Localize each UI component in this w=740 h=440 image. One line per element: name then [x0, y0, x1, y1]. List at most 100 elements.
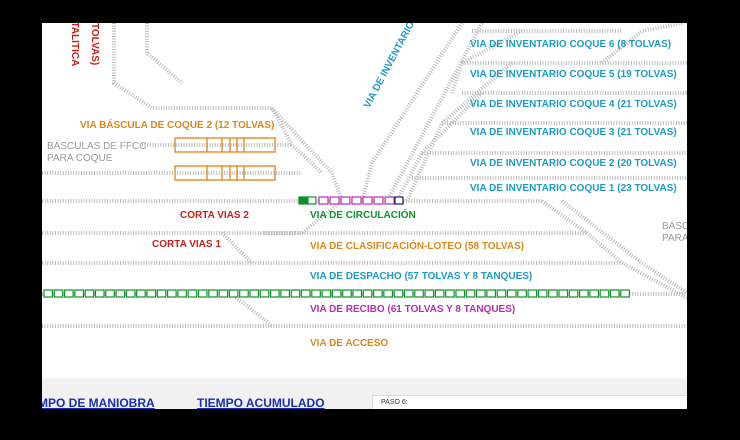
train-car: [329, 196, 340, 205]
train-car: [527, 289, 538, 298]
train-car: [84, 289, 95, 298]
train-car: [393, 289, 404, 298]
track-layer: [42, 23, 687, 328]
train-car: [568, 289, 579, 298]
tank-car: [394, 196, 404, 205]
track-fan-3: [405, 61, 514, 202]
train-car: [228, 289, 239, 298]
track-fan-1: [385, 23, 484, 202]
train-car: [434, 289, 445, 298]
catalitica-line-2: TOLVAS): [89, 23, 100, 66]
locomotive: [298, 196, 308, 205]
train-car: [578, 289, 589, 298]
train-car: [373, 289, 383, 298]
label-via-recibo: VIA DE RECIBO (61 TOLVAS Y 8 TANQUES): [310, 304, 516, 315]
track-fan-2: [360, 23, 464, 202]
train-car: [208, 289, 218, 298]
train-car: [146, 289, 157, 298]
train-car: [403, 289, 414, 298]
label-bascula-right: BÁSC: [662, 221, 687, 232]
label-inv-coque-3: VIA DE INVENTARIO COQUE 3 (21 TOLVAS): [470, 127, 677, 138]
train-car: [414, 289, 424, 298]
train-car: [331, 289, 342, 298]
train-car: [156, 289, 167, 298]
train-car: [609, 289, 620, 298]
label-via-clasificacion: VIA DE CLASIFICACIÓN-LOTEO (58 TOLVAS): [310, 241, 525, 252]
label-bascula-coque-2: VIA BÁSCULA DE COQUE 2 (12 TOLVAS): [80, 120, 275, 131]
paso-panel: PASO 6:: [372, 395, 687, 409]
train-car: [197, 289, 208, 298]
label-inv-coque-4: VIA DE INVENTARIO COQUE 4 (21 TOLVAS): [470, 99, 677, 110]
train-car: [249, 289, 260, 298]
train-car: [136, 289, 146, 298]
train-car: [351, 196, 362, 205]
train-car: [300, 289, 311, 298]
bascula-box-lower: [174, 165, 276, 181]
train-car: [187, 289, 198, 298]
track-acceso-diag: [230, 292, 274, 328]
track-diag-left-3: [270, 107, 324, 175]
label-inv-coque-1: VIA DE INVENTARIO COQUE 1 (23 TOLVAS): [470, 183, 677, 194]
tiempo-maniobra-link[interactable]: MPO DE MANIOBRA: [42, 396, 155, 409]
label-via-despacho: VIA DE DESPACHO (57 TOLVAS Y 8 TANQUES): [310, 271, 533, 282]
bascula-outlines: [174, 137, 276, 181]
tiempo-acumulado-link[interactable]: TIEMPO ACUMULADO: [197, 396, 325, 409]
train-car: [362, 196, 373, 205]
train-car: [239, 289, 249, 298]
train-circulacion: [298, 196, 404, 205]
train-car: [311, 289, 321, 298]
train-car: [496, 289, 507, 298]
train-car: [620, 289, 630, 298]
bascula-box-upper: [174, 137, 276, 153]
track-fan-5: [450, 29, 523, 94]
train-car: [589, 289, 600, 298]
train-car: [270, 289, 280, 298]
train-car: [465, 289, 476, 298]
train-car: [455, 289, 466, 298]
label-corta-vias-2: CORTA VIAS 2: [180, 210, 249, 221]
train-car: [307, 196, 317, 205]
train-car: [340, 196, 351, 205]
train-car: [445, 289, 455, 298]
train-car: [558, 289, 569, 298]
train-car: [548, 289, 558, 298]
train-car: [64, 289, 74, 298]
train-car: [177, 289, 187, 298]
track-diag-left-1: [112, 23, 344, 202]
train-car: [373, 196, 384, 205]
train-car: [599, 289, 610, 298]
train-car: [517, 289, 527, 298]
train-car: [53, 289, 64, 298]
label-inv-coque-2: VIA DE INVENTARIO COQUE 2 (20 TOLVAS): [470, 158, 677, 169]
train-car: [352, 289, 363, 298]
train-car: [476, 289, 486, 298]
train-car: [362, 289, 373, 298]
label-basculas-ffcc: BÁSCULAS DE FFCC: [47, 141, 147, 152]
train-car: [115, 289, 126, 298]
track-fan-6: [600, 23, 683, 65]
train-car: [74, 289, 85, 298]
train-car: [94, 289, 105, 298]
train-car: [125, 289, 136, 298]
train-car: [321, 289, 332, 298]
label-para-right: PARA: [662, 233, 687, 244]
track-corta-vias-1: [220, 231, 254, 265]
train-car: [280, 289, 290, 298]
rail-yard-diagram: ATALITICA TOLVAS) VIA DE INVENTARIO AZÚ …: [42, 23, 687, 409]
label-corta-vias-1: CORTA VIAS 1: [152, 239, 221, 250]
train-recibo: [43, 289, 630, 298]
train-car: [384, 196, 395, 205]
train-car: [424, 289, 435, 298]
train-car: [259, 289, 270, 298]
train-car: [318, 196, 329, 205]
label-via-acceso: VIA DE ACCESO: [310, 338, 389, 349]
train-car: [486, 289, 496, 298]
label-inv-coque-5: VIA DE INVENTARIO COQUE 5 (19 TOLVAS): [470, 69, 677, 80]
train-car: [506, 289, 517, 298]
label-catalitica-2: TOLVAS): [88, 23, 100, 65]
label-via-circulacion: VIA DE CIRCULACIÓN: [310, 210, 416, 221]
train-car: [105, 289, 115, 298]
paso-label: PASO 6:: [381, 399, 408, 406]
train-car: [166, 289, 177, 298]
train-car: [43, 289, 54, 298]
